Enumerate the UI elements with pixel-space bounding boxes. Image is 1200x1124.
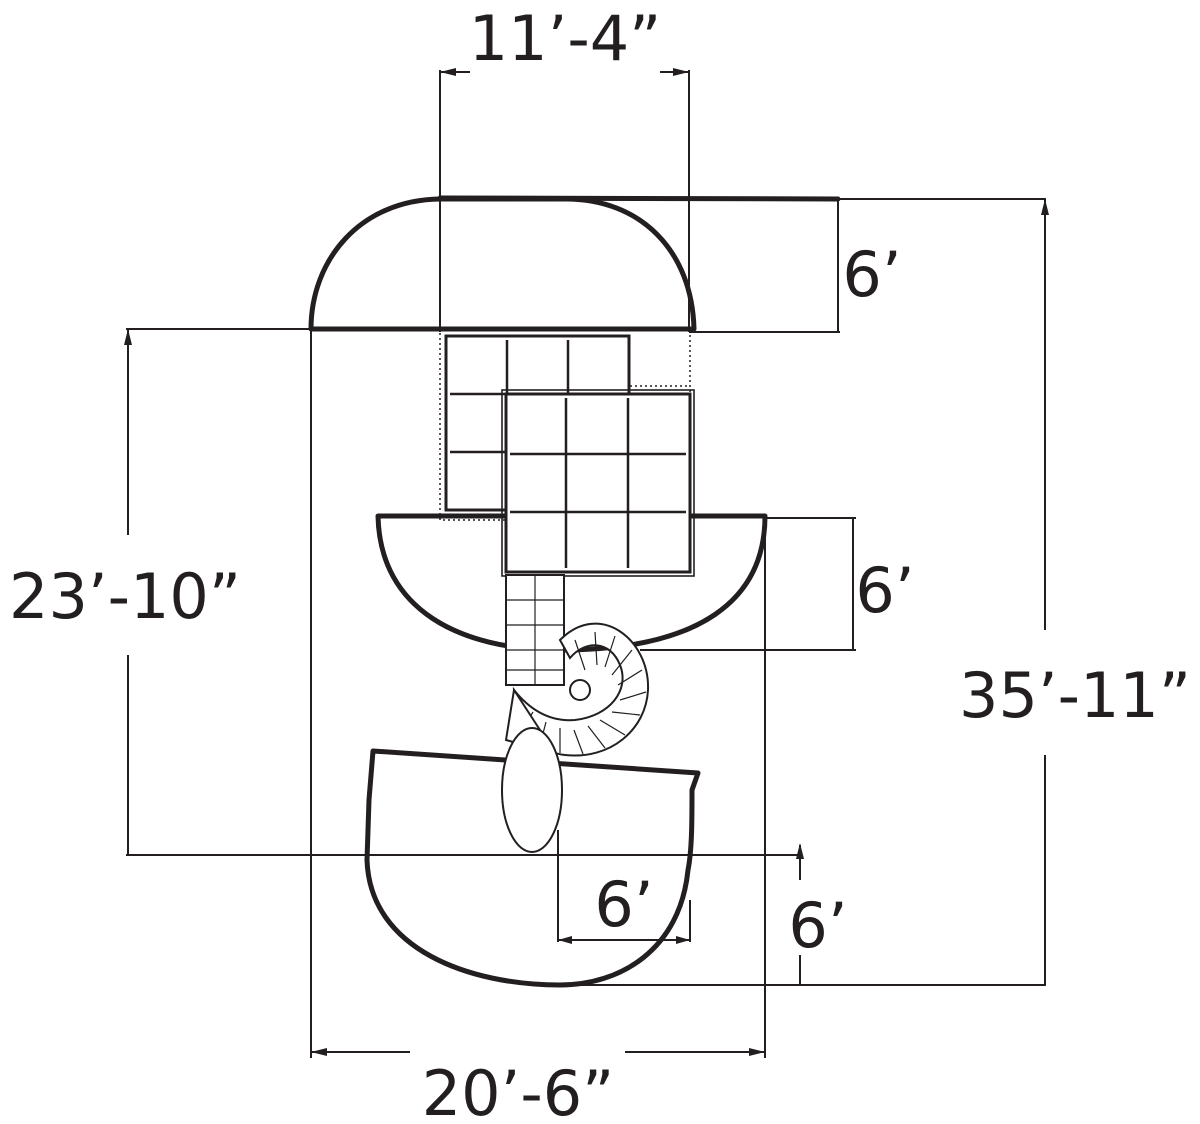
- lower-deck: [501, 389, 695, 577]
- bottom-safety-zone: [364, 748, 701, 988]
- overall-length-dimension: [560, 198, 1049, 986]
- bottom-zone-depth-dimension: [796, 843, 804, 985]
- top-zone-edge: [437, 195, 841, 202]
- bottom-zone-width-label: 6’: [594, 868, 653, 941]
- bottom-zone-width-dimension: [557, 830, 691, 944]
- bottom-zone-depth-label: 6’: [788, 889, 847, 962]
- middle-zone-depth-dimension: [640, 517, 856, 651]
- top-width-label: 11’-4”: [469, 2, 662, 75]
- spiral-slide: [501, 574, 650, 853]
- mid-zone-depth-label: 6’: [855, 554, 914, 627]
- top-safety-zone: [308, 196, 697, 332]
- overall-length-label: 35’-11”: [959, 659, 1191, 732]
- slide-exit: [501, 727, 563, 853]
- overall-width-dimension: [310, 329, 766, 1058]
- top-zone-depth-label: 6’: [842, 238, 901, 311]
- left-length-label: 23’-10”: [9, 560, 241, 633]
- top-width-dimension: [439, 68, 690, 332]
- left-length-dimension: [124, 328, 800, 856]
- overall-width-label: 20’-6”: [422, 1057, 615, 1124]
- top-zone-depth-dimension: [689, 199, 840, 333]
